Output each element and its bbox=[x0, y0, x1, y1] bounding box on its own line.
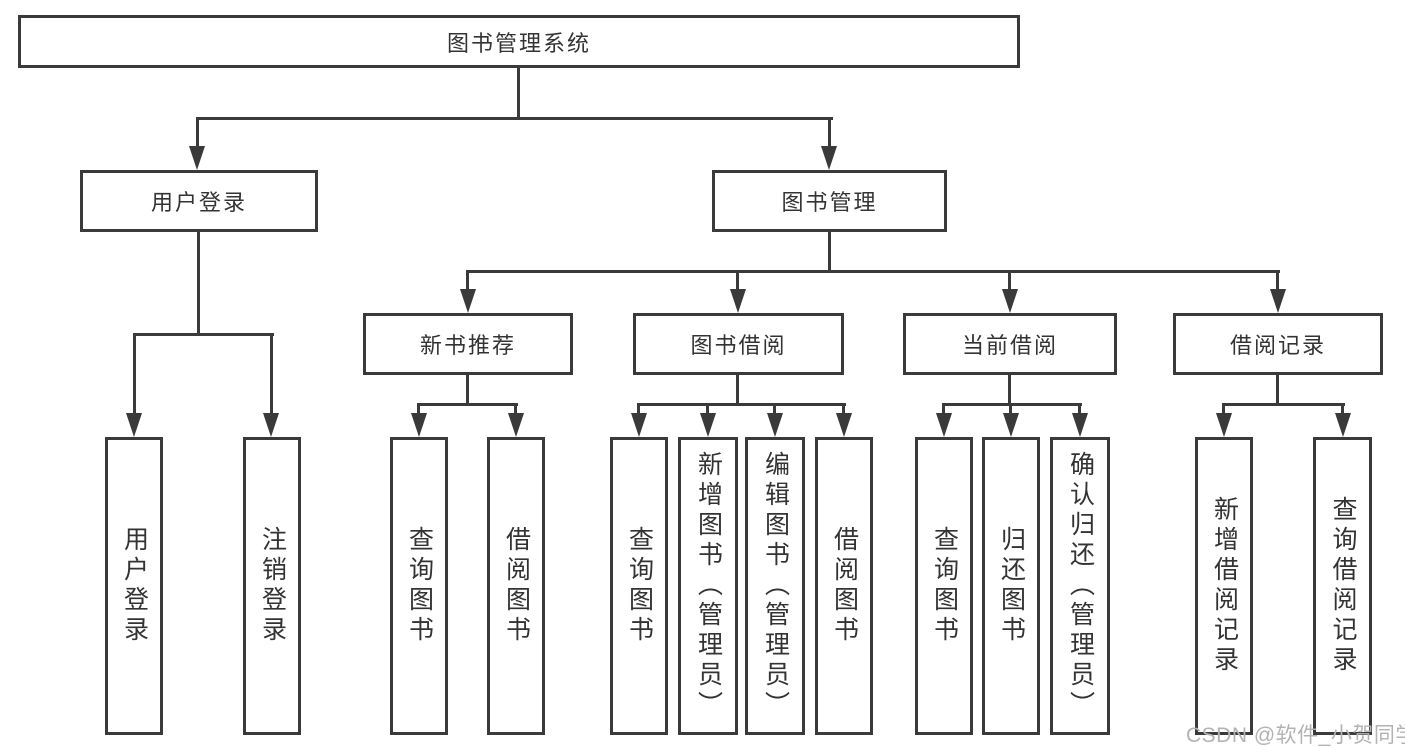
connector-drop-branch bbox=[736, 270, 739, 291]
connector-drop-book-management bbox=[828, 117, 831, 148]
connector-borrow-records-stem bbox=[1276, 375, 1279, 406]
leaf-edit-books-admin: 编辑图书（管理员） bbox=[745, 437, 805, 735]
leaf-recommend-query-books: 查询图书 bbox=[390, 437, 448, 735]
leaf-confirm-return-admin: 确认归还（管理员） bbox=[1050, 437, 1110, 735]
arrow-down-icon bbox=[1003, 413, 1019, 437]
connector-recommend-stem bbox=[466, 375, 469, 406]
arrow-down-icon bbox=[836, 413, 852, 437]
connector-drop-branch bbox=[466, 270, 469, 291]
connector-root-stem bbox=[517, 68, 520, 120]
connector-book-management-stem bbox=[828, 232, 831, 273]
connector-drop-leaf bbox=[1341, 403, 1344, 415]
connector-drop-leaf bbox=[1078, 403, 1081, 415]
csdn-watermark: CSDN @软件_小贺同学 bbox=[1186, 724, 1405, 747]
connector-drop-leaf bbox=[842, 403, 845, 415]
arrow-down-icon bbox=[460, 289, 476, 313]
connector-drop-branch bbox=[1276, 270, 1279, 291]
node-library-system: 图书管理系统 bbox=[18, 15, 1020, 68]
arrow-down-icon bbox=[631, 413, 647, 437]
leaf-add-borrow-record: 新增借阅记录 bbox=[1195, 437, 1253, 735]
connector-drop-user-login bbox=[196, 117, 199, 148]
connector-root-rail bbox=[196, 117, 833, 120]
connector-user-login-stem bbox=[197, 232, 200, 336]
connector-drop-leaf bbox=[133, 333, 136, 415]
arrow-down-icon bbox=[1270, 289, 1286, 313]
arrow-down-icon bbox=[1002, 289, 1018, 313]
leaf-recommend-borrow-books: 借阅图书 bbox=[487, 437, 545, 735]
arrow-down-icon bbox=[126, 413, 142, 437]
node-book-management: 图书管理 bbox=[712, 170, 947, 232]
connector-current-borrow-stem bbox=[1008, 375, 1011, 406]
connector-book-borrow-stem bbox=[736, 375, 739, 406]
leaf-logout: 注销登录 bbox=[243, 437, 301, 735]
node-current-borrow: 当前借阅 bbox=[903, 313, 1117, 375]
arrow-down-icon bbox=[821, 146, 837, 170]
connector-drop-leaf bbox=[270, 333, 273, 415]
leaf-borrow-query-books: 查询图书 bbox=[610, 437, 668, 735]
node-book-borrow: 图书借阅 bbox=[633, 313, 844, 375]
connector-drop-branch bbox=[1008, 270, 1011, 291]
connector-drop-leaf bbox=[514, 403, 517, 415]
node-new-book-recommend: 新书推荐 bbox=[363, 313, 573, 375]
leaf-query-borrow-record: 查询借阅记录 bbox=[1313, 437, 1372, 735]
connector-drop-leaf bbox=[417, 403, 420, 415]
leaf-return-books: 归还图书 bbox=[982, 437, 1040, 735]
arrow-down-icon bbox=[508, 413, 524, 437]
leaf-user-login: 用户登录 bbox=[105, 437, 163, 735]
connector-drop-leaf bbox=[942, 403, 945, 415]
arrow-down-icon bbox=[411, 413, 427, 437]
connector-book-borrow-rail bbox=[637, 403, 846, 406]
arrow-down-icon bbox=[1335, 413, 1351, 437]
arrow-down-icon bbox=[936, 413, 952, 437]
leaf-borrow-books: 借阅图书 bbox=[815, 437, 873, 735]
arrow-down-icon bbox=[1216, 413, 1232, 437]
connector-drop-leaf bbox=[1222, 403, 1225, 415]
arrow-down-icon bbox=[1072, 413, 1088, 437]
connector-user-login-rail bbox=[133, 333, 274, 336]
node-borrow-records: 借阅记录 bbox=[1173, 313, 1383, 375]
connector-recommend-rail bbox=[417, 403, 518, 406]
arrow-down-icon bbox=[263, 413, 279, 437]
arrow-down-icon bbox=[700, 413, 716, 437]
node-user-login: 用户登录 bbox=[80, 170, 318, 232]
connector-drop-leaf bbox=[706, 403, 709, 415]
arrow-down-icon bbox=[189, 146, 205, 170]
connector-drop-leaf bbox=[637, 403, 640, 415]
arrow-down-icon bbox=[767, 413, 783, 437]
connector-drop-leaf bbox=[1009, 403, 1012, 415]
arrow-down-icon bbox=[730, 289, 746, 313]
connector-book-management-rail bbox=[467, 270, 1280, 273]
connector-current-borrow-rail bbox=[942, 403, 1082, 406]
leaf-current-query-books: 查询图书 bbox=[915, 437, 973, 735]
connector-borrow-records-rail bbox=[1222, 403, 1345, 406]
leaf-add-books-admin: 新增图书（管理员） bbox=[678, 437, 738, 735]
connector-drop-leaf bbox=[773, 403, 776, 415]
